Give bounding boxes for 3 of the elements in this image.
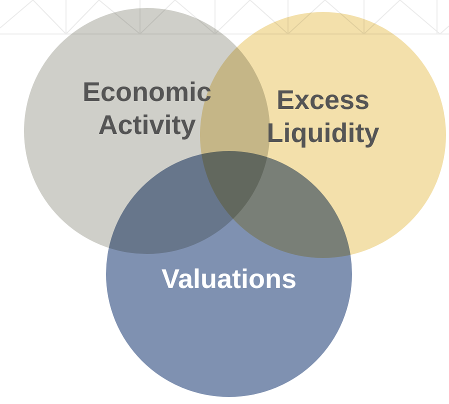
circle-label: Excess Liquidity <box>266 84 380 150</box>
circle-label: Valuations <box>160 263 298 296</box>
circle-label: Economic Activity <box>81 76 213 142</box>
